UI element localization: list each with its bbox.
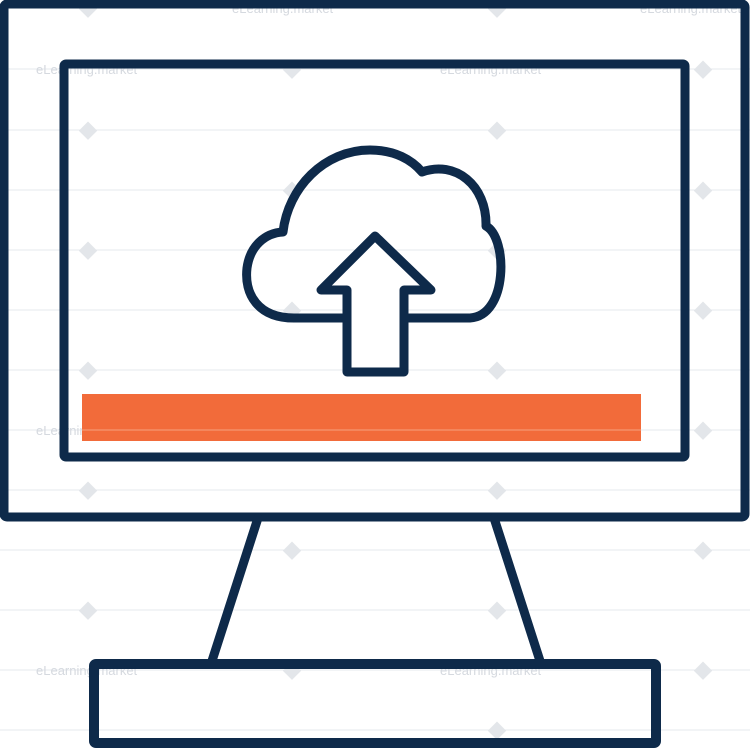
- upload-progress-bar: [82, 394, 641, 441]
- upload-arrow-icon: [316, 231, 436, 377]
- cloud-icon: [242, 145, 506, 323]
- monitor-stand: [206, 513, 546, 669]
- monitor-icon: [0, 0, 750, 522]
- monitor-base: [89, 659, 661, 748]
- monitor-screen: [59, 59, 690, 462]
